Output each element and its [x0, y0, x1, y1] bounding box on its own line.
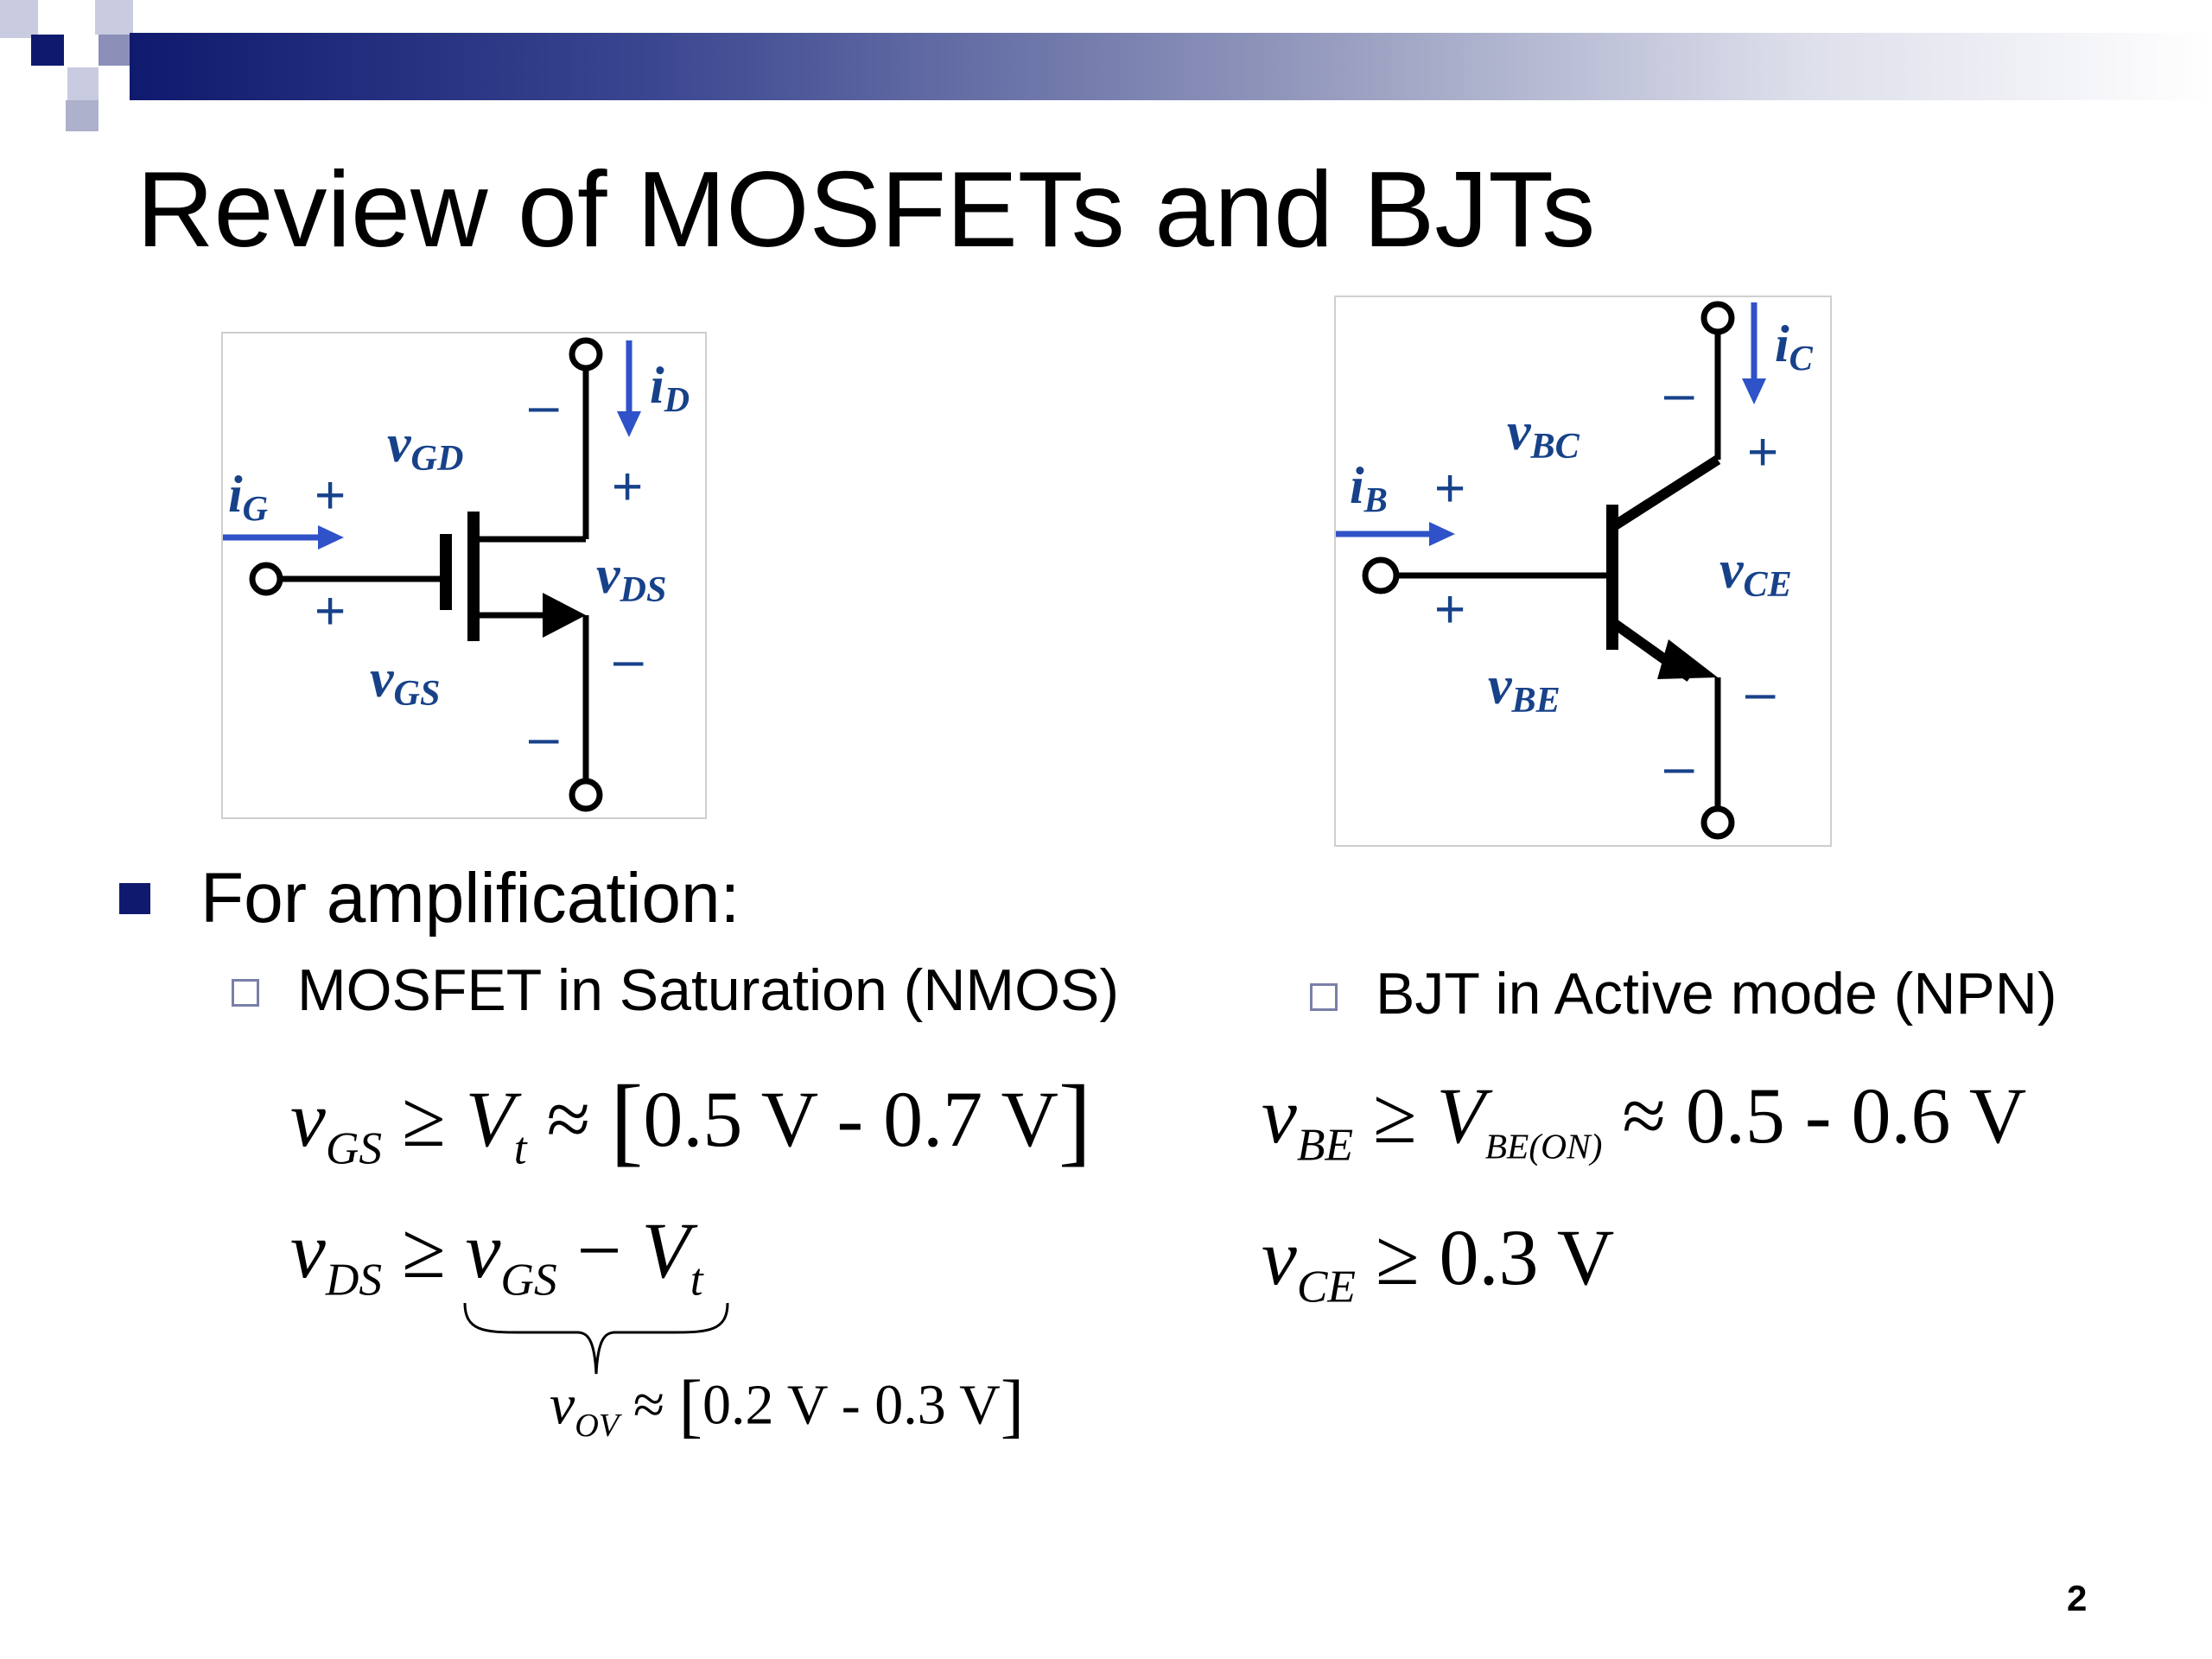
bullet-square-icon — [119, 883, 150, 914]
svg-text:vGD: vGD — [387, 415, 463, 479]
svg-text:iG: iG — [228, 466, 268, 528]
mosfet-equation-vds: vDS ≥ vGS − Vt — [290, 1206, 703, 1306]
mosfet-heading: MOSFET in Saturation (NMOS) — [297, 957, 1119, 1023]
bjt-diagram: iB iC vBC vBE vCE + + + – – – — [1334, 296, 1832, 847]
checkbox-bullet-icon — [232, 979, 259, 1007]
corner-square-light — [95, 0, 133, 35]
svg-text:vBE: vBE — [1488, 657, 1560, 721]
bjt-equation-vbe: vBE ≥ VBE(ON) ≈ 0.5 - 0.6 V — [1262, 1071, 2027, 1171]
npn-transistor-symbol-icon: iB iC vBC vBE vCE + + + – – – — [1336, 301, 1814, 840]
corner-square-mid — [99, 35, 131, 66]
corner-square-light — [0, 0, 38, 38]
mosfet-equation-vov: vOV ≈ [0.2 V - 0.3 V] — [550, 1365, 1025, 1445]
svg-text:vCE: vCE — [1719, 541, 1792, 605]
svg-text:vBC: vBC — [1507, 403, 1580, 467]
svg-text:vGS: vGS — [370, 650, 440, 714]
slide-title: Review of MOSFETs and BJTs — [137, 150, 1596, 270]
bjt-equation-vce: vCE ≥ 0.3 V — [1262, 1213, 1615, 1313]
bullet-text: For amplification: — [200, 859, 741, 938]
svg-text:–: – — [1664, 364, 1694, 423]
svg-text:+: + — [612, 457, 643, 517]
corner-square-dark — [31, 35, 64, 66]
svg-text:+: + — [1434, 459, 1465, 518]
corner-square-light — [67, 67, 99, 100]
svg-text:–: – — [613, 630, 644, 690]
svg-text:+: + — [315, 582, 346, 641]
page-number: 2 — [2067, 1578, 2088, 1618]
svg-text:–: – — [1664, 737, 1694, 797]
svg-text:iB: iB — [1350, 457, 1388, 519]
svg-text:+: + — [315, 466, 346, 525]
nmos-transistor-symbol-icon: iG iD vGD vGS vDS + + + – – – — [223, 337, 690, 812]
svg-text:–: – — [1745, 663, 1776, 722]
bjt-heading: BJT in Active mode (NPN) — [1376, 961, 2057, 1027]
mosfet-equation-vgs: vGS ≥ Vt ≈ [0.5 V - 0.7 V] — [290, 1065, 1092, 1176]
svg-text:+: + — [1434, 580, 1465, 639]
svg-text:–: – — [529, 708, 559, 767]
mosfet-diagram: iG iD vGD vGS vDS + + + – – – — [221, 332, 707, 819]
svg-text:iC: iC — [1775, 315, 1814, 378]
corner-square-mid — [66, 100, 99, 131]
svg-text:iD: iD — [650, 357, 690, 419]
svg-text:–: – — [529, 376, 559, 435]
svg-text:+: + — [1747, 423, 1778, 482]
svg-text:vDS: vDS — [596, 546, 666, 610]
overdrive-brace — [463, 1302, 729, 1375]
title-banner — [130, 33, 2212, 100]
checkbox-bullet-icon — [1310, 983, 1338, 1011]
